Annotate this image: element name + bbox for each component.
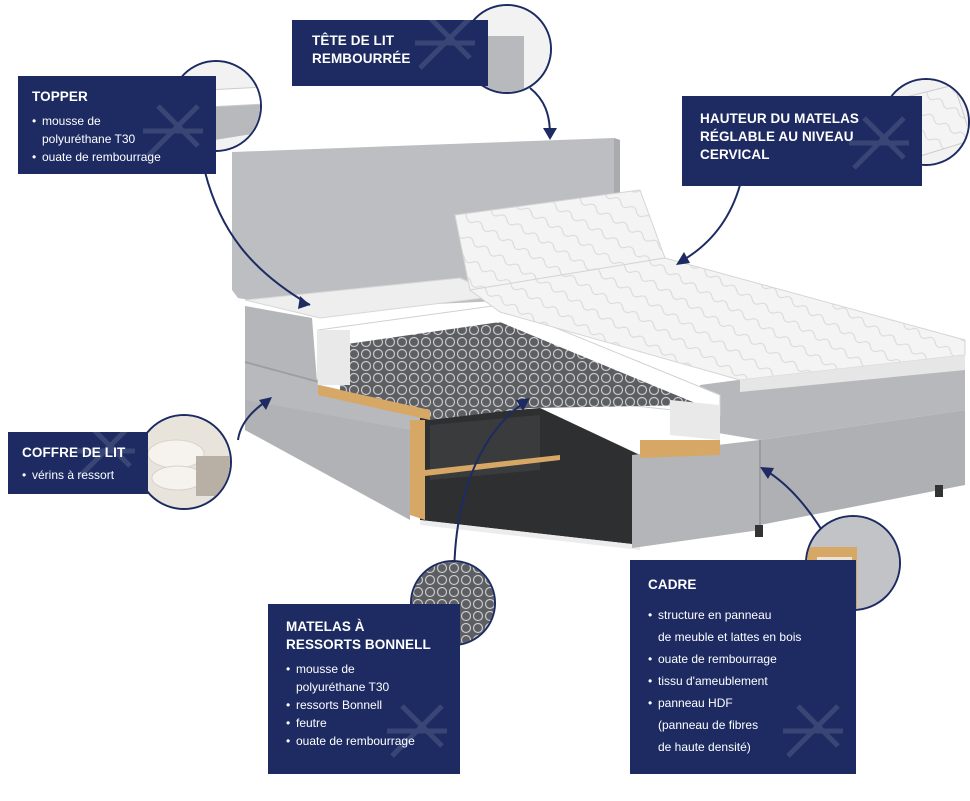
topper-item: ouate de rembourrage	[32, 148, 202, 166]
topper-item: polyuréthane T30	[42, 132, 136, 146]
frame-item: de meuble et lattes en bois	[658, 630, 802, 644]
frame-item: tissu d'ameublement	[648, 670, 838, 692]
storage-item: vérins à ressort	[22, 466, 134, 484]
mattress-item: ressorts Bonnell	[286, 696, 442, 714]
topper-item: mousse de	[32, 112, 202, 130]
mattress-title-line1: MATELAS À	[286, 619, 365, 634]
front-panel	[632, 440, 760, 548]
mattress-callout: MATELAS À RESSORTS BONNELL mousse de pol…	[268, 604, 460, 774]
storage-interior	[410, 408, 640, 550]
frame-item: de haute densité)	[658, 740, 751, 754]
mattress-height-title-line2: RÉGLABLE AU NIVEAU	[700, 129, 854, 144]
frame-item: structure en panneau	[648, 604, 838, 626]
storage-title: COFFRE DE LIT	[22, 445, 126, 460]
mattress-height-callout: HAUTEUR DU MATELAS RÉGLABLE AU NIVEAU CE…	[682, 96, 922, 186]
crossed-lines-emblem-icon	[415, 20, 475, 70]
adjustable-mattress	[454, 189, 966, 392]
frame-item: (panneau de fibres	[658, 718, 759, 732]
mattress-height-title-line3: CERVICAL	[700, 147, 770, 162]
frame-callout: CADRE structure en panneau de meuble et …	[630, 560, 856, 774]
mattress-item: mousse de	[286, 660, 442, 678]
mattress-item: ouate de rembourrage	[286, 732, 442, 750]
frame-title: CADRE	[648, 577, 697, 592]
topper-callout: TOPPER mousse de polyuréthane T30 ouate …	[18, 76, 216, 174]
headboard-title-line2: REMBOURRÉE	[312, 51, 411, 66]
mattress-item: polyuréthane T30	[296, 680, 390, 694]
crossed-lines-emblem-icon	[849, 116, 909, 170]
mattress-height-title-line1: HAUTEUR DU MATELAS	[700, 111, 860, 126]
storage-detail-circle	[136, 414, 232, 510]
topper-title: TOPPER	[32, 89, 88, 104]
frame-item: panneau HDF	[648, 692, 838, 714]
storage-callout: COFFRE DE LIT vérins à ressort	[8, 432, 148, 494]
frame-item: ouate de rembourrage	[648, 648, 838, 670]
mattress-title-line2: RESSORTS BONNELL	[286, 637, 431, 652]
mattress-item: feutre	[286, 714, 442, 732]
mattress-cutaway	[317, 304, 721, 458]
headboard-title-line1: TÊTE DE LIT	[312, 33, 395, 48]
headboard-callout: TÊTE DE LIT REMBOURRÉE	[292, 20, 488, 86]
